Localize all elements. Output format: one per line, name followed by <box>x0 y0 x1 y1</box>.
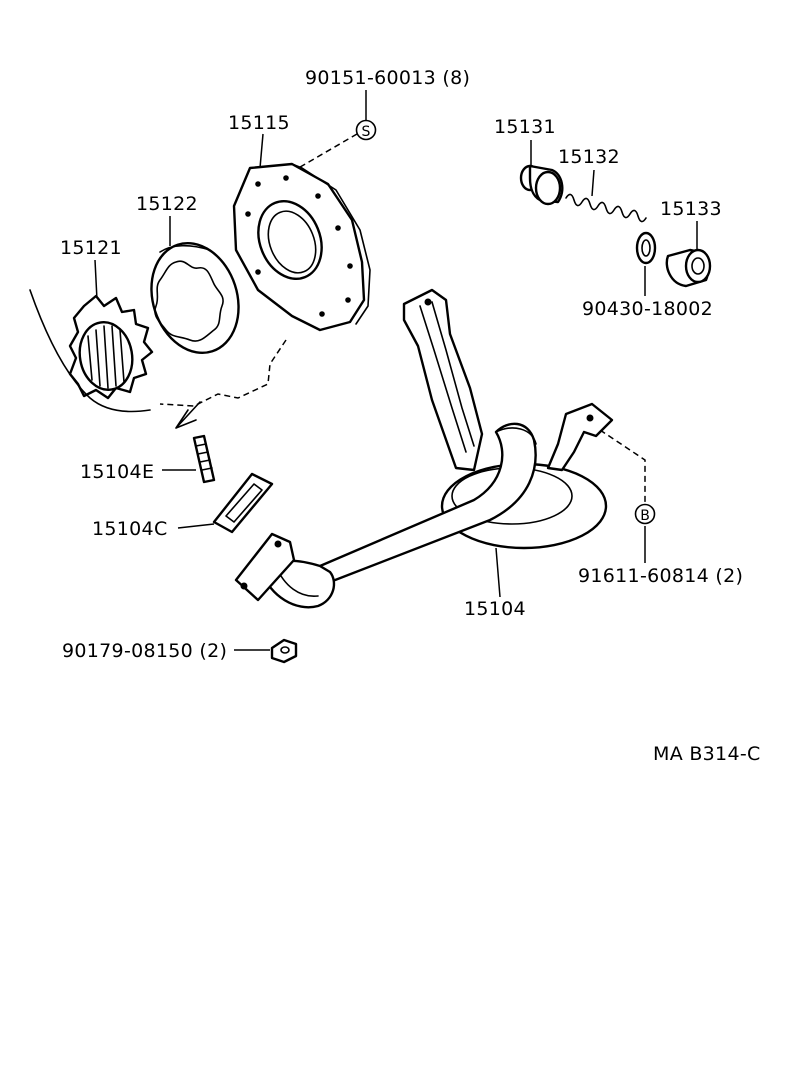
nut <box>270 638 298 664</box>
leader-lines <box>94 90 698 651</box>
installation-arrow <box>175 401 201 429</box>
label-15104: 15104 <box>464 598 526 620</box>
label-91611-60814: 91611-60814 (2) <box>578 565 743 587</box>
s-dashed-link <box>294 133 358 171</box>
figure-code: MA B314-C <box>653 743 761 765</box>
relief-spring <box>565 193 647 223</box>
label-15132: 15132 <box>558 146 620 168</box>
marker-s-circle <box>355 119 377 141</box>
marker-b: B <box>640 508 650 524</box>
crankshaft-outline <box>29 289 151 413</box>
oil-strainer <box>234 288 614 609</box>
label-90151-60013: 90151-60013 (8) <box>305 67 470 89</box>
marker-s: S <box>362 124 371 140</box>
label-90430-18002: 90430-18002 <box>582 298 713 320</box>
label-15104C: 15104C <box>92 518 168 540</box>
pump-body-cover <box>232 162 371 332</box>
relief-valve <box>519 164 564 206</box>
gasket-ring <box>635 231 657 265</box>
driven-rotor <box>150 241 240 355</box>
label-15121: 15121 <box>60 237 122 259</box>
label-15104E: 15104E <box>80 461 154 483</box>
b-dashed-link <box>599 429 646 503</box>
label-90179-08150: 90179-08150 (2) <box>62 640 227 662</box>
valve-plug <box>665 248 712 288</box>
drive-rotor-gear <box>68 294 154 400</box>
installation-path <box>159 339 287 407</box>
label-15122: 15122 <box>136 193 198 215</box>
label-15131: 15131 <box>494 116 556 138</box>
label-15133: 15133 <box>660 198 722 220</box>
label-15115: 15115 <box>228 112 290 134</box>
marker-b-circle <box>634 503 656 525</box>
stud <box>192 434 216 484</box>
strainer-gasket <box>212 472 274 534</box>
